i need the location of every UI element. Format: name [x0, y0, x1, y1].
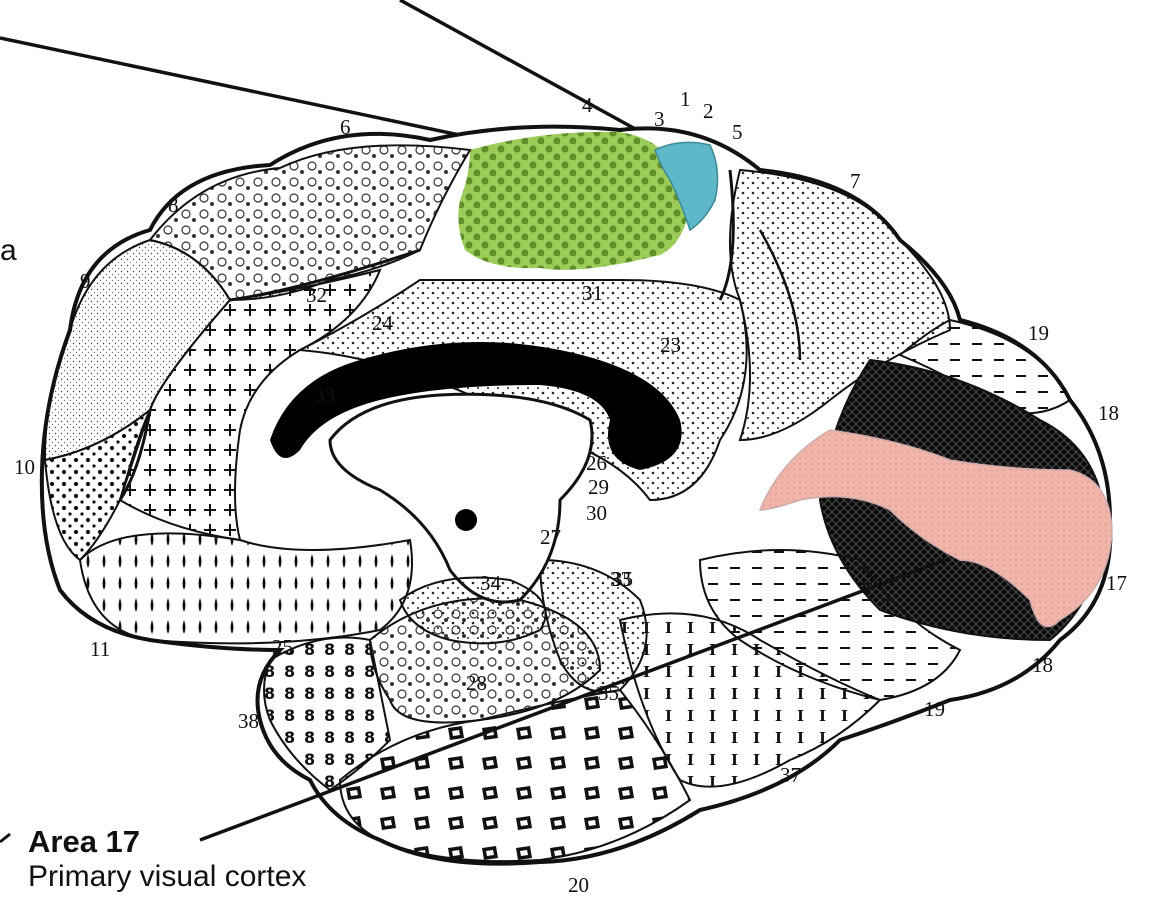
area-number-29: 29 — [588, 475, 609, 499]
caption-title: Area 17 — [28, 824, 140, 860]
area-number-34: 34 — [480, 571, 502, 595]
area-number-18: 18 — [1098, 401, 1119, 425]
area-number-7: 7 — [850, 169, 861, 193]
cut-off-label: a — [0, 234, 17, 268]
area-number-38: 38 — [238, 709, 259, 733]
area-number-11: 11 — [90, 637, 110, 661]
area-number-26: 26 — [586, 451, 607, 475]
area-number-35: 35 — [612, 567, 633, 591]
area-number-4: 4 — [582, 93, 593, 117]
area-number-25: 25 — [272, 635, 293, 659]
area-number-33: 33 — [314, 383, 335, 407]
area-number-17: 17 — [1106, 571, 1127, 595]
area-number-10: 10 — [14, 455, 35, 479]
area-number-32: 32 — [306, 283, 327, 307]
area-number-31: 31 — [582, 281, 603, 305]
area-number-37: 37 — [780, 763, 801, 787]
caption-subtitle: Primary visual cortex — [28, 860, 306, 894]
anterior-commissure — [455, 509, 477, 531]
caption-tick — [0, 834, 10, 842]
area-number-23: 23 — [660, 333, 681, 357]
area-number-35: 35 — [598, 681, 619, 705]
area-number-28: 28 — [466, 671, 487, 695]
area-number-24: 24 — [372, 311, 394, 335]
area-number-5: 5 — [732, 120, 743, 144]
area-number-20: 20 — [568, 873, 589, 897]
area-number-18: 18 — [1032, 653, 1053, 677]
area-number-19: 19 — [1028, 321, 1049, 345]
area-number-1: 1 — [680, 87, 691, 111]
area-number-3: 3 — [654, 107, 665, 131]
area-number-2: 2 — [703, 99, 714, 123]
area-number-27: 27 — [540, 525, 561, 549]
region-11 — [80, 533, 412, 643]
area-number-6: 6 — [340, 115, 351, 139]
area-number-19: 19 — [924, 697, 945, 721]
area-number-30: 30 — [586, 501, 607, 525]
area-number-8: 8 — [168, 193, 179, 217]
area-number-9: 9 — [80, 269, 91, 293]
